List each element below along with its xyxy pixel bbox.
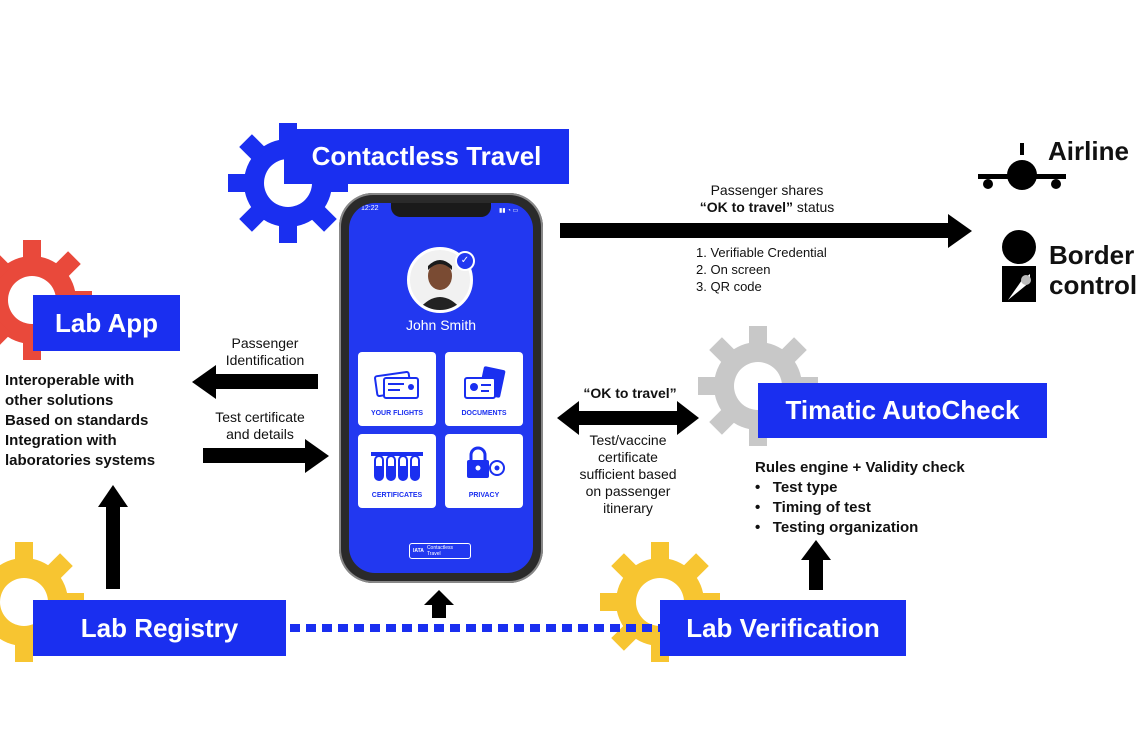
arrow-to-airline bbox=[560, 214, 972, 248]
vaccine-note-line: certificate bbox=[598, 449, 658, 465]
tile-certificates[interactable]: CERTIFICATES bbox=[358, 434, 436, 508]
rules-item: Test type bbox=[772, 479, 838, 496]
arrow-test-certificate bbox=[203, 439, 329, 473]
lab-verification-title: Lab Verification bbox=[660, 600, 906, 656]
tile-label: PRIVACY bbox=[468, 492, 500, 499]
test-cert-line2: and details bbox=[226, 426, 294, 442]
tile-label: CERTIFICATES bbox=[371, 492, 423, 499]
passenger-id-line2: Identification bbox=[225, 352, 305, 368]
passport-id-icon bbox=[464, 366, 506, 399]
tile-your-flights[interactable]: YOUR FLIGHTS bbox=[358, 352, 436, 426]
timatic-autocheck-title: Timatic AutoCheck bbox=[758, 383, 1047, 438]
passenger-identification-label: Passenger Identification bbox=[205, 335, 325, 369]
border-control-label: Border control bbox=[1049, 240, 1137, 300]
shares-ok-to-travel: “OK to travel” bbox=[699, 199, 794, 215]
lab-feature: other solutions bbox=[5, 392, 114, 409]
share-method-1: 1. Verifiable Credential bbox=[696, 245, 827, 260]
dotted-link-registry-verification bbox=[290, 624, 660, 632]
arrow-phone-up bbox=[424, 590, 454, 618]
vaccine-note: Test/vaccine certificate sufficient base… bbox=[568, 432, 688, 517]
arrow-verification-up bbox=[801, 540, 831, 590]
lab-feature: Integration with bbox=[5, 432, 117, 449]
vaccine-note-line: Test/vaccine bbox=[589, 432, 667, 448]
lab-app-title: Lab App bbox=[33, 295, 180, 351]
share-method-3: 3. QR code bbox=[696, 279, 762, 294]
rules-item: Timing of test bbox=[772, 499, 871, 516]
verified-check-icon: ✓ bbox=[455, 251, 475, 271]
phone-frame: 12:22 ▮▮ ◔ ▭ ✓ John Smith YOUR FLIGHTS bbox=[339, 193, 543, 583]
border-label-line2: control bbox=[1049, 270, 1138, 300]
boarding-pass-icon bbox=[374, 370, 419, 399]
phone-status-icons: ▮▮ ◔ ▭ bbox=[499, 208, 519, 214]
airline-label: Airline bbox=[1048, 136, 1129, 166]
rules-item: Testing organization bbox=[772, 519, 919, 536]
test-tubes-icon bbox=[371, 452, 423, 481]
share-method-2: 2. On screen bbox=[696, 262, 771, 277]
test-cert-line1: Test certificate bbox=[215, 409, 305, 425]
vaccine-note-line: sufficient based bbox=[579, 466, 677, 482]
lab-app-features: Interoperable with other solutions Based… bbox=[5, 371, 155, 471]
shares-status: status bbox=[793, 199, 835, 215]
phone-notch bbox=[391, 203, 491, 217]
tile-documents[interactable]: DOCUMENTS bbox=[445, 352, 523, 426]
contactless-travel-logo: IATA Contactless Travel bbox=[409, 543, 471, 559]
share-methods-list: 1. Verifiable Credential 2. On screen 3.… bbox=[696, 244, 827, 295]
airplane-icon bbox=[978, 143, 1066, 190]
lab-feature: Interoperable with bbox=[5, 372, 135, 389]
rules-engine-title: Rules engine + Validity check bbox=[755, 459, 965, 476]
border-officer-icon bbox=[1002, 230, 1036, 302]
user-name: John Smith bbox=[405, 317, 477, 333]
border-label-line1: Border bbox=[1049, 240, 1135, 270]
tile-label: DOCUMENTS bbox=[461, 410, 507, 417]
lab-feature: Based on standards bbox=[5, 412, 149, 429]
rules-engine-block: Rules engine + Validity check • Test typ… bbox=[755, 459, 965, 536]
passenger-shares-text: Passenger shares “OK to travel” status bbox=[667, 182, 867, 216]
lab-registry-title: Lab Registry bbox=[33, 600, 286, 656]
test-certificate-label: Test certificate and details bbox=[200, 409, 320, 443]
avatar-person-icon bbox=[418, 260, 462, 310]
contactless-travel-title: Contactless Travel bbox=[284, 129, 569, 184]
phone-screen: 12:22 ▮▮ ◔ ▭ ✓ John Smith YOUR FLIGHTS bbox=[349, 203, 533, 573]
tile-privacy[interactable]: PRIVACY bbox=[445, 434, 523, 508]
shares-line1: Passenger shares bbox=[710, 182, 824, 198]
ok-to-travel-label: “OK to travel” bbox=[583, 385, 677, 401]
tile-label: YOUR FLIGHTS bbox=[370, 410, 424, 417]
passenger-id-line1: Passenger bbox=[231, 335, 299, 351]
lab-feature: laboratories systems bbox=[5, 452, 156, 469]
vaccine-note-line: itinerary bbox=[603, 500, 653, 516]
arrow-registry-up bbox=[98, 485, 128, 589]
arrow-passenger-identification bbox=[192, 365, 318, 399]
phone-time: 12:22 bbox=[361, 205, 379, 212]
iata-brand: IATA bbox=[413, 548, 424, 554]
logo-text: Contactless Travel bbox=[426, 545, 454, 557]
lock-gear-icon bbox=[467, 446, 505, 478]
vaccine-note-line: on passenger bbox=[585, 483, 671, 499]
arrow-bidirectional-ok bbox=[557, 401, 699, 435]
